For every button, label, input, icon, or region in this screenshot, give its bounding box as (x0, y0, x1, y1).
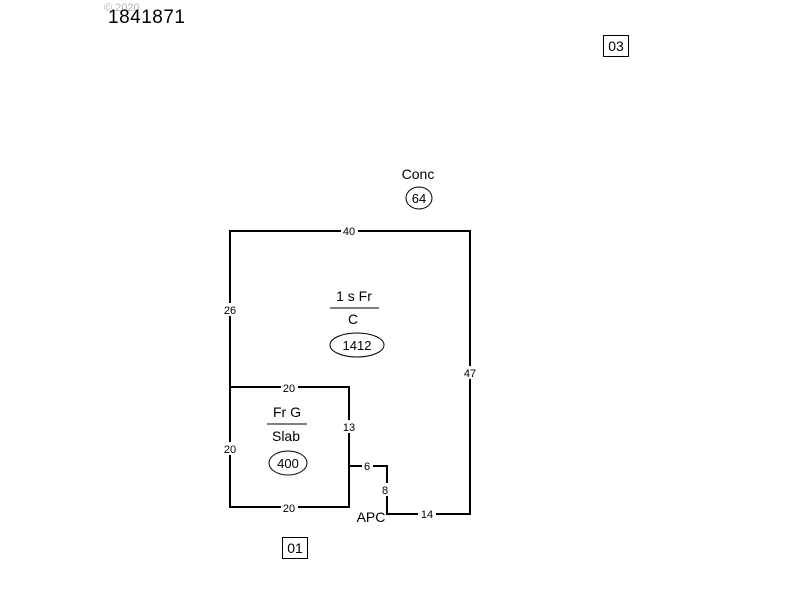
dim-garage-top: 20 (283, 383, 295, 395)
area-apc-label: APC (357, 509, 386, 525)
area-garage-sublabel: Slab (272, 428, 300, 444)
parcel-id: 1841871 (108, 7, 186, 28)
area-conc-oval (405, 186, 433, 210)
area-main-value: 1412 (343, 338, 372, 353)
area-garage-label: Fr G (273, 404, 301, 420)
area-garage-value: 400 (277, 456, 299, 471)
dim-left-upper: 26 (224, 305, 236, 317)
area-main-oval (329, 332, 385, 358)
dim-right: 47 (464, 368, 476, 380)
area-garage-oval (268, 450, 308, 476)
area-conc-label: Conc (402, 166, 435, 182)
dim-bottom-right: 14 (421, 509, 433, 521)
dim-garage-left: 20 (224, 444, 236, 456)
dim-notch-v: 8 (382, 485, 388, 497)
box-label-01: 01 (282, 537, 308, 559)
box-label-03: 03 (603, 35, 629, 57)
dim-top: 40 (343, 226, 355, 238)
area-main-sublabel: C (348, 311, 358, 327)
dim-garage-bottom: 20 (283, 503, 295, 515)
dim-garage-right: 13 (343, 422, 355, 434)
area-conc-value: 64 (412, 191, 426, 206)
dim-notch-h: 6 (364, 461, 370, 473)
area-main-label: 1 s Fr (336, 288, 372, 304)
main-outline (229, 230, 471, 515)
copyright-text: © 2020 (104, 2, 140, 14)
